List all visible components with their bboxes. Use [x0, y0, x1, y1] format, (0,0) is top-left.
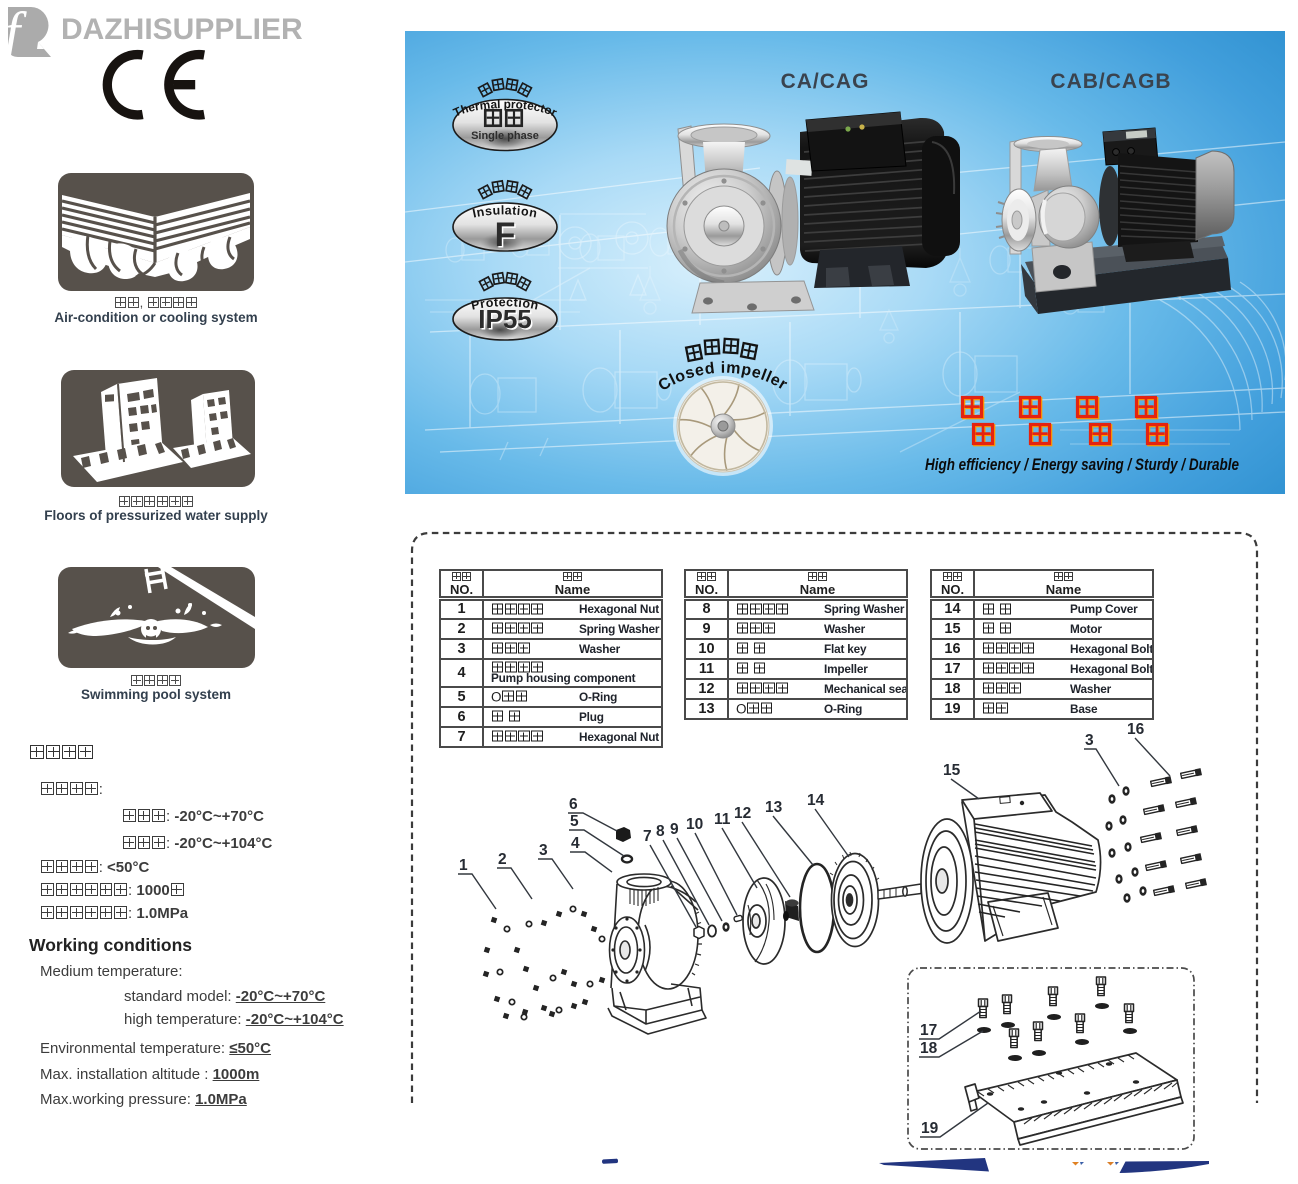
- svg-text:11: 11: [714, 811, 731, 828]
- svg-text:4: 4: [571, 835, 580, 852]
- svg-text:12: 12: [734, 805, 751, 822]
- svg-text:5: 5: [570, 813, 579, 830]
- svg-text:17: 17: [920, 1022, 937, 1039]
- svg-text:9: 9: [670, 821, 679, 838]
- svg-text:7: 7: [643, 828, 652, 845]
- svg-text:13: 13: [765, 799, 783, 816]
- svg-text:CAB/CAGB: CAB/CAGB: [1050, 70, 1171, 93]
- svg-text:2: 2: [498, 851, 507, 868]
- svg-text:6: 6: [569, 796, 578, 813]
- svg-text:16: 16: [1127, 721, 1145, 738]
- svg-text:10: 10: [686, 816, 703, 833]
- svg-text:18: 18: [920, 1040, 938, 1057]
- svg-text:IP55: IP55: [478, 304, 532, 334]
- svg-text:IP55: IP55: [480, 306, 534, 336]
- svg-text:3: 3: [539, 842, 548, 859]
- svg-text:8: 8: [656, 823, 665, 840]
- svg-text:1: 1: [459, 857, 468, 874]
- svg-text:F: F: [495, 216, 516, 254]
- svg-text:CA/CAG: CA/CAG: [781, 70, 870, 93]
- svg-text:F: F: [496, 218, 517, 256]
- svg-text:3: 3: [1085, 732, 1094, 749]
- svg-text:Single phase: Single phase: [471, 130, 539, 142]
- svg-text:15: 15: [943, 762, 961, 779]
- svg-text:19: 19: [921, 1120, 939, 1137]
- svg-text:High efficiency / Energy savin: High efficiency / Energy saving / Sturdy…: [925, 456, 1239, 474]
- svg-text:Protection: Protection: [470, 295, 540, 313]
- svg-text:14: 14: [807, 792, 825, 809]
